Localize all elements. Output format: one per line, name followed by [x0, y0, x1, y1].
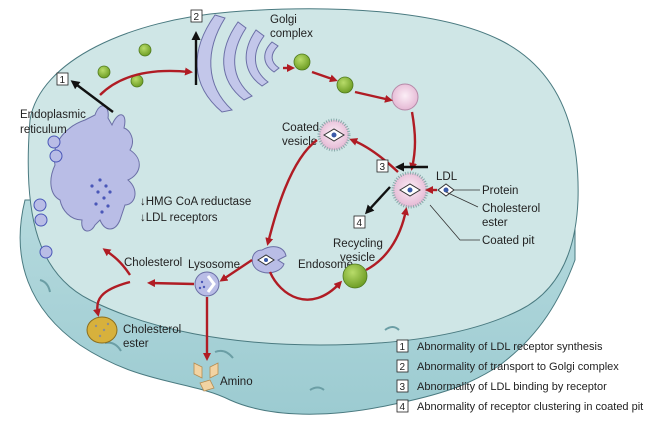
arrow-vesicle-to-vesicle — [311, 70, 338, 83]
defect-marker-1: 1 — [56, 72, 69, 86]
arrow-to-secretory — [354, 90, 393, 103]
amino-acid-fragments — [193, 362, 219, 392]
svg-text:2: 2 — [194, 12, 200, 23]
defect-marker-2: 2 — [190, 9, 203, 23]
er-golgi-vesicles — [97, 43, 354, 94]
label-protein: Protein — [482, 185, 518, 197]
label-coated-vesicle-line2: vesicle — [282, 136, 317, 148]
label-recycling-line2: vesicle — [340, 252, 375, 264]
label-golgi-line1: Golgi — [270, 14, 297, 26]
arrow-endosome-to-recycling — [268, 271, 343, 301]
coated-vesicle — [317, 118, 351, 152]
coated-pit-leader-line — [429, 204, 480, 241]
lysosome — [194, 271, 220, 297]
label-er-line2: reticulum — [20, 124, 67, 136]
arrow-defect-4 — [364, 186, 391, 215]
svg-text:1: 1 — [60, 75, 66, 86]
ester-leader-line — [445, 191, 479, 208]
legend-item-1: 1 Abnormality of LDL receptor synthesis — [396, 339, 603, 353]
arrow-endosome-to-lysosome — [219, 259, 253, 282]
svg-text:3: 3 — [380, 162, 386, 173]
label-coated-pit: Coated pit — [482, 235, 535, 247]
cell-top-surface — [27, 8, 579, 346]
arrow-cholesterol-to-er — [102, 248, 131, 276]
arrow-pit-to-coated-vesicle — [349, 138, 399, 173]
defect-marker-3: 3 — [376, 159, 389, 173]
label-coated-vesicle-line1: Coated — [282, 122, 319, 134]
legend-item-2: 2 Abnormality of transport to Golgi comp… — [396, 359, 619, 373]
label-lysosome: Lysosome — [188, 259, 240, 271]
svg-text:Abnormality of receptor cluste: Abnormality of receptor clustering in co… — [417, 401, 643, 413]
arrow-secretory-to-pit — [409, 111, 417, 171]
label-ldl-ester-line2: ester — [482, 217, 508, 229]
arrow-defect-1 — [70, 80, 114, 113]
label-endosome: Endosome — [298, 259, 353, 271]
label-cell-ester-line1: Cholesterol — [123, 324, 181, 336]
arrow-coated-vesicle-to-endosome — [265, 139, 318, 246]
golgi-complex — [196, 14, 280, 113]
endoplasmic-reticulum — [33, 105, 140, 259]
recycling-vesicle — [342, 263, 368, 289]
defect-marker-4: 4 — [353, 215, 366, 229]
legend: 1 Abnormality of LDL receptor synthesis … — [396, 339, 643, 413]
arrow-recycling-to-pit — [365, 207, 409, 272]
label-ldl-receptors-down: ↓LDL receptors — [140, 212, 218, 224]
defect-arrows — [70, 31, 428, 215]
svg-text:Abnormality of transport to Go: Abnormality of transport to Golgi comple… — [417, 361, 619, 373]
coated-pit — [391, 171, 429, 209]
svg-text:4: 4 — [400, 402, 406, 413]
svg-text:Abnormality of LDL binding by: Abnormality of LDL binding by receptor — [417, 381, 607, 393]
label-ldl: LDL — [436, 171, 458, 183]
cholesterol-ester-droplet — [86, 316, 118, 344]
label-golgi-line2: complex — [270, 28, 313, 40]
label-amino: Amino — [220, 376, 253, 388]
label-ldl-ester-line1: Cholesterol — [482, 203, 540, 215]
legend-item-3: 3 Abnormality of LDL binding by receptor — [396, 379, 607, 393]
svg-text:Abnormality of LDL receptor sy: Abnormality of LDL receptor synthesis — [417, 341, 603, 353]
secretory-vesicle — [391, 83, 419, 111]
svg-text:3: 3 — [400, 382, 406, 393]
label-cholesterol: Cholesterol — [124, 257, 182, 269]
svg-text:4: 4 — [357, 218, 363, 229]
arrow-lysosome-to-cholesterol — [147, 279, 195, 288]
label-hmg-coa-reductase: ↓HMG CoA reductase — [140, 196, 251, 208]
legend-item-4: 4 Abnormality of receptor clustering in … — [396, 399, 643, 413]
label-er-line1: Endoplasmic — [20, 109, 86, 121]
svg-text:2: 2 — [400, 362, 406, 373]
label-cell-ester-line2: ester — [123, 338, 149, 350]
pathway-arrows — [93, 64, 437, 361]
label-recycling-line1: Recycling — [333, 238, 383, 250]
arrow-cholesterol-to-ester — [93, 280, 131, 317]
svg-text:1: 1 — [400, 342, 406, 353]
arrow-er-to-golgi — [99, 67, 193, 96]
